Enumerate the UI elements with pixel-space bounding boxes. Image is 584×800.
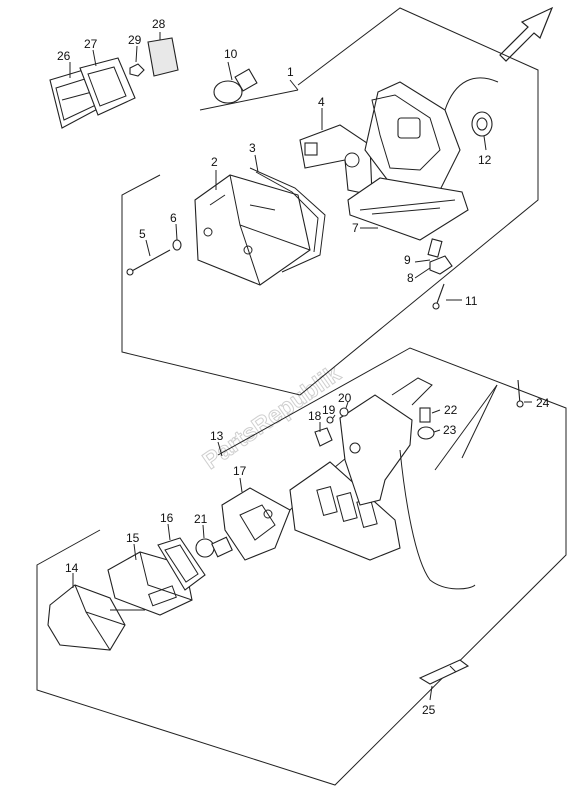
- callout-8: 8: [407, 271, 414, 285]
- callout-24: 24: [536, 396, 550, 410]
- part-27-gasket: [79, 57, 136, 116]
- callout-4: 4: [318, 95, 325, 109]
- part-4-bracket: [299, 124, 373, 196]
- part-24-screw: [516, 379, 524, 408]
- callout-11: 11: [465, 294, 478, 308]
- callout-1: 1: [287, 65, 294, 79]
- part-15-housing: [107, 551, 193, 616]
- part-2-taillight-housing: [194, 174, 311, 286]
- callout-9: 9: [404, 253, 411, 267]
- part-19-nut: [326, 416, 334, 424]
- part-1-main-unit: [364, 77, 499, 191]
- part-11-screw: [432, 283, 445, 310]
- callout-26: 26: [57, 49, 71, 63]
- callout-21: 21: [194, 512, 208, 526]
- callout-18: 18: [308, 409, 322, 423]
- callout-15: 15: [126, 531, 140, 545]
- callout-5: 5: [139, 227, 146, 241]
- part-14-lens: [47, 584, 145, 651]
- main-stay: [339, 377, 476, 590]
- part-20-washer: [339, 407, 349, 417]
- callout-14: 14: [65, 561, 79, 575]
- callout-labels: 1 2 3 4 5 6 7 8 9 10 11 12 13 14 15 16 1…: [57, 17, 550, 717]
- callout-29: 29: [128, 33, 142, 47]
- part-8-damper: [429, 255, 453, 275]
- callout-10: 10: [224, 47, 238, 61]
- callout-6: 6: [170, 211, 177, 225]
- callout-19: 19: [322, 403, 336, 417]
- part-18-bolt: [314, 427, 333, 447]
- part-6-washer: [172, 239, 182, 251]
- part-29-nut: [129, 63, 145, 77]
- part-21-bulb: [195, 536, 233, 558]
- part-22-collar: [419, 407, 431, 423]
- callout-22: 22: [444, 403, 458, 417]
- part-3-gasket: [249, 167, 326, 273]
- leader-lines: [69, 32, 532, 701]
- callout-25: 25: [422, 703, 436, 717]
- callout-28: 28: [152, 17, 166, 31]
- lower-plate-bracket: [289, 461, 401, 561]
- part-28-pad: [147, 37, 179, 77]
- part-16-gasket: [157, 537, 206, 591]
- part-23-grommet: [417, 426, 435, 440]
- part-7-plate-bracket: [347, 177, 469, 241]
- part-5-bolt: [126, 249, 171, 276]
- part-17-socket: [221, 454, 351, 561]
- part-12-grommet: [471, 111, 493, 137]
- callout-2: 2: [211, 155, 218, 169]
- callout-7: 7: [352, 221, 359, 235]
- callout-20: 20: [338, 391, 352, 405]
- callout-23: 23: [443, 423, 457, 437]
- callout-12: 12: [478, 153, 492, 167]
- watermark: PartsRepublik: [198, 360, 346, 475]
- upper-assembly-frame: [121, 7, 539, 396]
- part-10-bulb: [213, 68, 258, 104]
- part-9-spacer: [427, 238, 443, 258]
- front-arrow-icon: [499, 6, 554, 62]
- callout-13: 13: [210, 429, 224, 443]
- callout-17: 17: [233, 464, 247, 478]
- callout-27: 27: [84, 37, 98, 51]
- callout-3: 3: [249, 141, 256, 155]
- part-25-clip: [418, 659, 470, 685]
- callout-16: 16: [160, 511, 174, 525]
